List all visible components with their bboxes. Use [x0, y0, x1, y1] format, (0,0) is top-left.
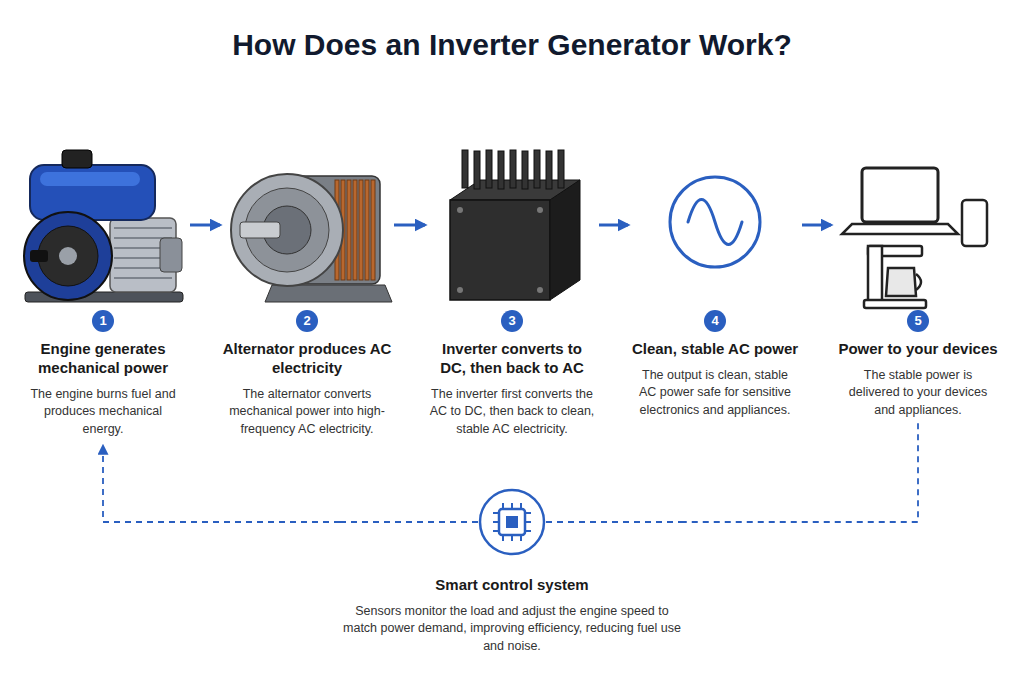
control-chip-icon [480, 490, 544, 554]
process-step: 5Power to your devicesThe stable power i… [833, 140, 1003, 419]
engine-illustration [160, 238, 182, 272]
inverter-illustration [450, 150, 580, 300]
devices-illustration [862, 168, 938, 222]
step-number: 3 [501, 310, 523, 332]
step-description: The engine burns fuel and produces mecha… [23, 386, 183, 439]
alternator-illustration [371, 180, 375, 280]
devices-illustration [916, 274, 921, 290]
control-chip-icon [499, 509, 525, 535]
sine-wave-icon [670, 177, 760, 267]
flow-arrow [802, 224, 831, 227]
devices-illustration [842, 224, 958, 234]
inverter-illustration [498, 151, 504, 189]
inverter-illustration [537, 287, 543, 293]
devices-illustration [886, 268, 916, 296]
inverter-illustration [457, 207, 463, 213]
devices-illustration [868, 246, 882, 302]
inverter-illustration [462, 150, 564, 189]
sine-wave-icon [670, 177, 760, 267]
feedback-line [684, 423, 918, 522]
inverter-illustration [450, 200, 550, 300]
alternator-illustration [231, 174, 343, 286]
step-heading: Clean, stable AC power [630, 340, 800, 359]
step-heading: Power to your devices [833, 340, 1003, 359]
alternator-illustration [231, 174, 392, 302]
process-step: 1Engine generates mechanical powerThe en… [18, 140, 188, 438]
engine-illustration [114, 277, 172, 279]
alternator-illustration [365, 180, 369, 280]
step-number: 5 [907, 310, 929, 332]
step-description: The output is clean, stable AC power saf… [635, 367, 795, 420]
flow-arrow [394, 224, 425, 227]
step-number: 4 [704, 310, 726, 332]
step-description: Sensors monitor the load and adjust the … [340, 603, 684, 656]
control-chip-icon [506, 516, 518, 528]
inverter-illustration [486, 150, 492, 188]
control-chip-icon [493, 503, 531, 541]
control-chip-icon [340, 521, 478, 523]
process-step: 3Inverter converts to DC, then back to A… [427, 140, 597, 438]
engine-illustration [62, 150, 92, 168]
engine-illustration [30, 165, 155, 220]
step-number: 1 [92, 310, 114, 332]
engine-illustration [40, 172, 140, 186]
engine-illustration [30, 250, 48, 262]
process-step: 4Clean, stable AC powerThe output is cle… [630, 140, 800, 419]
step-heading: Engine generates mechanical power [18, 340, 188, 378]
inverter-illustration [474, 151, 480, 189]
flow-arrow [190, 224, 220, 227]
alternator-illustration [240, 222, 280, 238]
sine-wave-icon [688, 200, 742, 245]
inverter-illustration [546, 151, 552, 189]
step-heading: Alternator produces AC electricity [222, 340, 392, 378]
control-chip-icon [546, 521, 684, 523]
flow-arrow [599, 224, 628, 227]
engine-illustration [114, 227, 172, 229]
inverter-illustration [462, 150, 468, 188]
inverter-illustration [457, 287, 463, 293]
step-description: The inverter first converts the AC to DC… [430, 386, 595, 439]
devices-illustration [864, 300, 926, 308]
devices-illustration [962, 200, 987, 246]
step-number: 2 [296, 310, 318, 332]
engine-illustration [24, 150, 183, 302]
inverter-illustration [522, 151, 528, 189]
step-description: The alternator converts mechanical power… [227, 386, 387, 439]
engine-illustration [59, 247, 77, 265]
inverter-illustration [510, 150, 516, 188]
control-heading: Smart control system [340, 576, 684, 595]
control-chip-icon [340, 490, 684, 554]
feedback-line [103, 446, 340, 522]
inverter-illustration [534, 150, 540, 188]
process-step: 2Alternator produces AC electricityThe a… [222, 140, 392, 438]
devices-illustration [842, 168, 987, 308]
step-heading: Inverter converts to DC, then back to AC [427, 340, 597, 378]
inverter-illustration [558, 150, 564, 188]
alternator-illustration [359, 180, 363, 280]
alternator-illustration [265, 285, 392, 302]
alternator-illustration [353, 180, 357, 280]
alternator-illustration [347, 180, 351, 280]
control-box: Smart control systemSensors monitor the … [340, 488, 684, 655]
engine-illustration [24, 212, 112, 300]
inverter-illustration [537, 207, 543, 213]
diagram-title: How Does an Inverter Generator Work? [0, 28, 1024, 62]
inverter-illustration [550, 180, 580, 300]
step-description: The stable power is delivered to your de… [838, 367, 998, 420]
